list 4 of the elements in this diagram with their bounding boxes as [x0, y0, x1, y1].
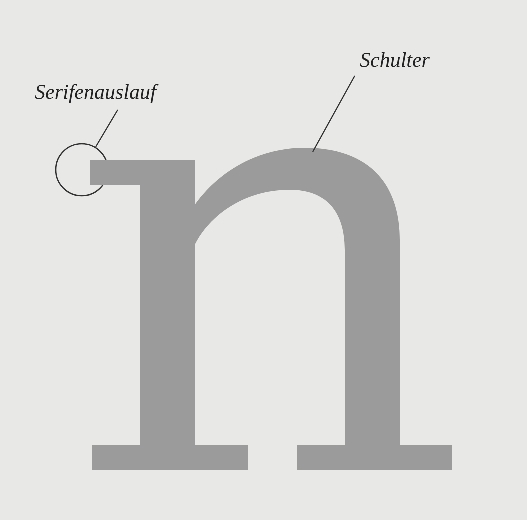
- part-label: Serifenauslauf: [35, 80, 156, 105]
- leader-line: [312, 76, 356, 152]
- leader-line: [95, 110, 119, 148]
- part-label: Schulter: [360, 48, 430, 73]
